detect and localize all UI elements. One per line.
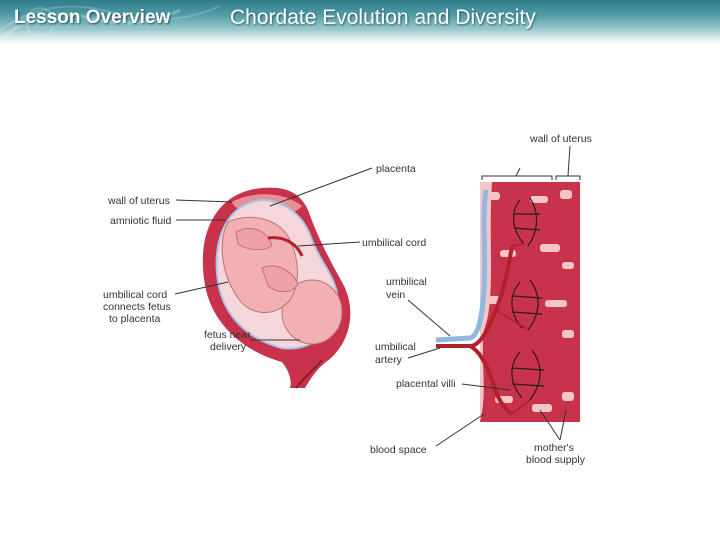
uterus-illustration [202,187,351,389]
label-fetus-near-delivery-line2: delivery [210,341,247,353]
label-umbilical-artery-line1: umbilical [375,341,416,353]
label-umbilical-vein-line2: vein [386,289,405,301]
slide-header: Lesson Overview Chordate Evolution and D… [0,0,720,46]
header-fade [0,30,720,46]
label-fetus-near-delivery-line1: fetus near [204,329,251,341]
fetus-leg [235,228,273,251]
umbilical-vein-vessel [435,189,489,343]
label-wall-of-uterus-right: wall of uterus [529,133,592,145]
label-mothers-blood-supply-line2: blood supply [526,454,586,466]
label-umbilical-cord-connects-line2: connects fetus [103,301,171,313]
label-wall-of-uterus-left: wall of uterus [107,195,170,207]
label-amniotic-fluid: amniotic fluid [110,215,171,227]
label-umbilical-artery-line2: artery [375,354,403,366]
label-blood-space: blood space [370,444,427,456]
leader-lines [174,145,571,447]
cord-in-uterus [267,236,304,257]
label-placental-villi: placental villi [396,378,456,390]
fetus-head [281,279,343,345]
label-mothers-blood-supply-line1: mother's [534,442,574,454]
label-placenta: placenta [376,163,416,175]
placental-villi-tufts [511,197,545,401]
label-umbilical-vein-line1: umbilical [386,276,427,288]
wall-bracket [481,175,581,180]
placenta-cross-section [435,175,581,422]
label-umbilical-cord-connects-line3: to placenta [109,313,161,325]
umbilical-artery-vessel-2 [468,344,514,416]
cervix [295,359,323,389]
label-umbilical-cord-connects-line1: umbilical cord [103,289,167,301]
fetus-arm [261,265,299,293]
slide-title: Chordate Evolution and Diversity [230,6,536,29]
lesson-overview-label: Lesson Overview [14,7,171,28]
label-umbilical-cord: umbilical cord [362,237,426,249]
